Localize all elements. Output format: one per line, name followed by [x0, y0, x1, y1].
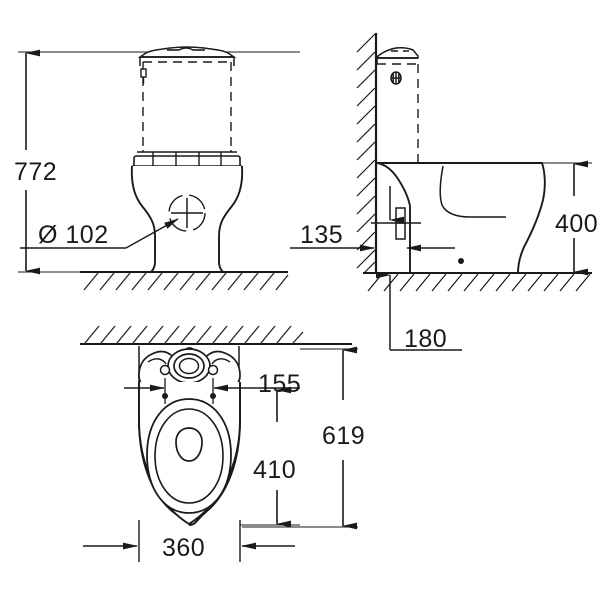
dimension-label-410: 410: [253, 456, 296, 484]
front-elevation-view: [18, 46, 300, 291]
wall-hatch-side: [356, 33, 376, 274]
side-elevation-view: [290, 33, 592, 351]
dimension-label-135: 135: [300, 221, 343, 249]
cistern-corner-front: [139, 57, 235, 66]
wall-hatch-plan: [84, 325, 304, 344]
dimension-400: [540, 160, 592, 276]
leader-line-102: [20, 218, 179, 249]
dimension-label-619: 619: [322, 422, 365, 450]
dimension-label-155: 155: [258, 370, 301, 398]
fixing-centrelines-plan: [162, 378, 216, 404]
dimension-label-180: 180: [404, 325, 447, 353]
dimension-180: [371, 186, 462, 351]
dimension-label-400: 400: [555, 210, 598, 238]
floor-hatch-front: [83, 272, 289, 291]
cistern-lid-wings-plan: [147, 358, 231, 365]
dimension-360: [83, 520, 295, 562]
cistern-lid-front: [137, 46, 237, 58]
flush-button-plan: [167, 348, 211, 384]
lid-fixing-holes-plan: [159, 364, 219, 376]
bowl-inner-rim-side: [439, 165, 506, 218]
plan-view: [80, 325, 358, 562]
fixing-point-side: [458, 258, 464, 264]
cistern-body-front: [142, 61, 232, 150]
cistern-body-side: [377, 63, 419, 162]
dimension-label-360: 360: [162, 534, 205, 562]
dimension-label-102: Ø 102: [38, 221, 109, 249]
dimension-label-772: 772: [14, 158, 57, 186]
flush-button-side: [390, 71, 402, 85]
bowl-body-side: [376, 162, 546, 274]
seat-inner-detail-plan: [175, 427, 203, 462]
cistern-lid-side: [376, 47, 419, 59]
cistern-inlet-detail: [140, 68, 147, 84]
cistern-lid-detail: [167, 47, 205, 51]
floor-hatch-side: [367, 273, 591, 292]
bowl-rim-slots: [152, 152, 222, 166]
outlet-circle-front: [168, 194, 206, 232]
bowl-rim-front: [132, 155, 242, 167]
